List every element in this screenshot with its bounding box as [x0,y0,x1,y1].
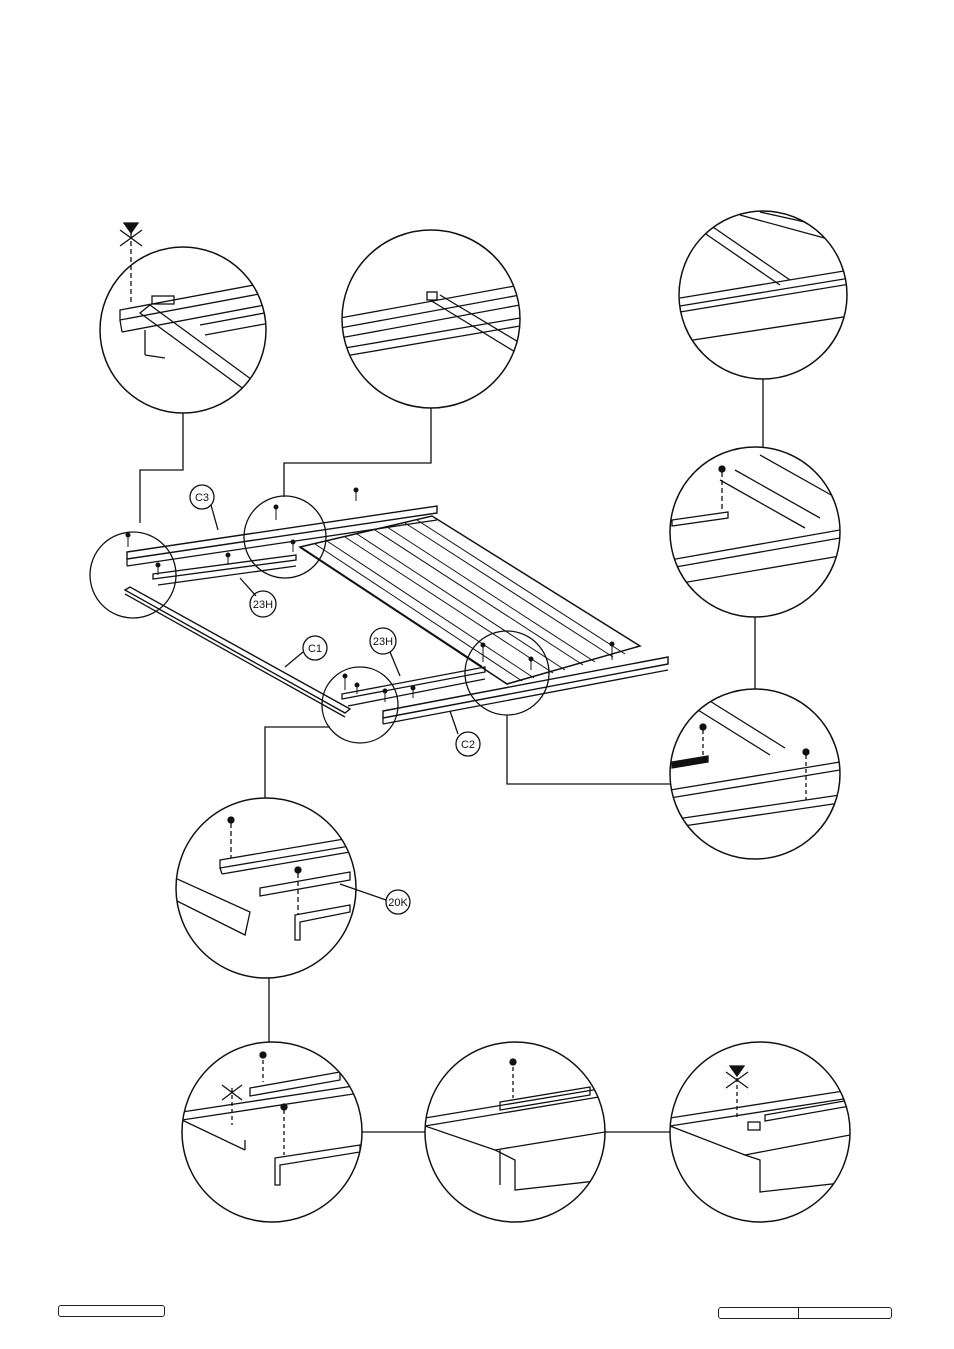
label-23h-center-text: 23H [373,636,393,648]
roof-assembly [90,488,668,743]
label-23h-left [240,578,276,617]
detail-circle-middle-left [175,798,356,978]
label-c1-text: C1 [308,643,322,655]
detail-circle-top-center [340,230,520,408]
detail-circle-bottom-center [425,1042,605,1222]
footer-box-left [58,1305,165,1317]
detail-circle-right-bottom [670,689,840,859]
label-20k-text: 20K [388,897,408,909]
footer-box-right [718,1307,892,1319]
detail-circle-bottom-right [670,1042,850,1222]
leader-lines [140,379,763,1132]
detail-circle-top-right [679,211,850,379]
label-c2-text: C2 [461,739,475,751]
detail-circle-top-left [100,223,270,413]
label-23h-left-text: 23H [253,599,273,611]
detail-circle-right-middle [670,447,840,617]
label-c3-text: C3 [195,492,209,504]
footer-box-divider [798,1308,799,1318]
detail-circle-bottom-left [182,1042,362,1222]
